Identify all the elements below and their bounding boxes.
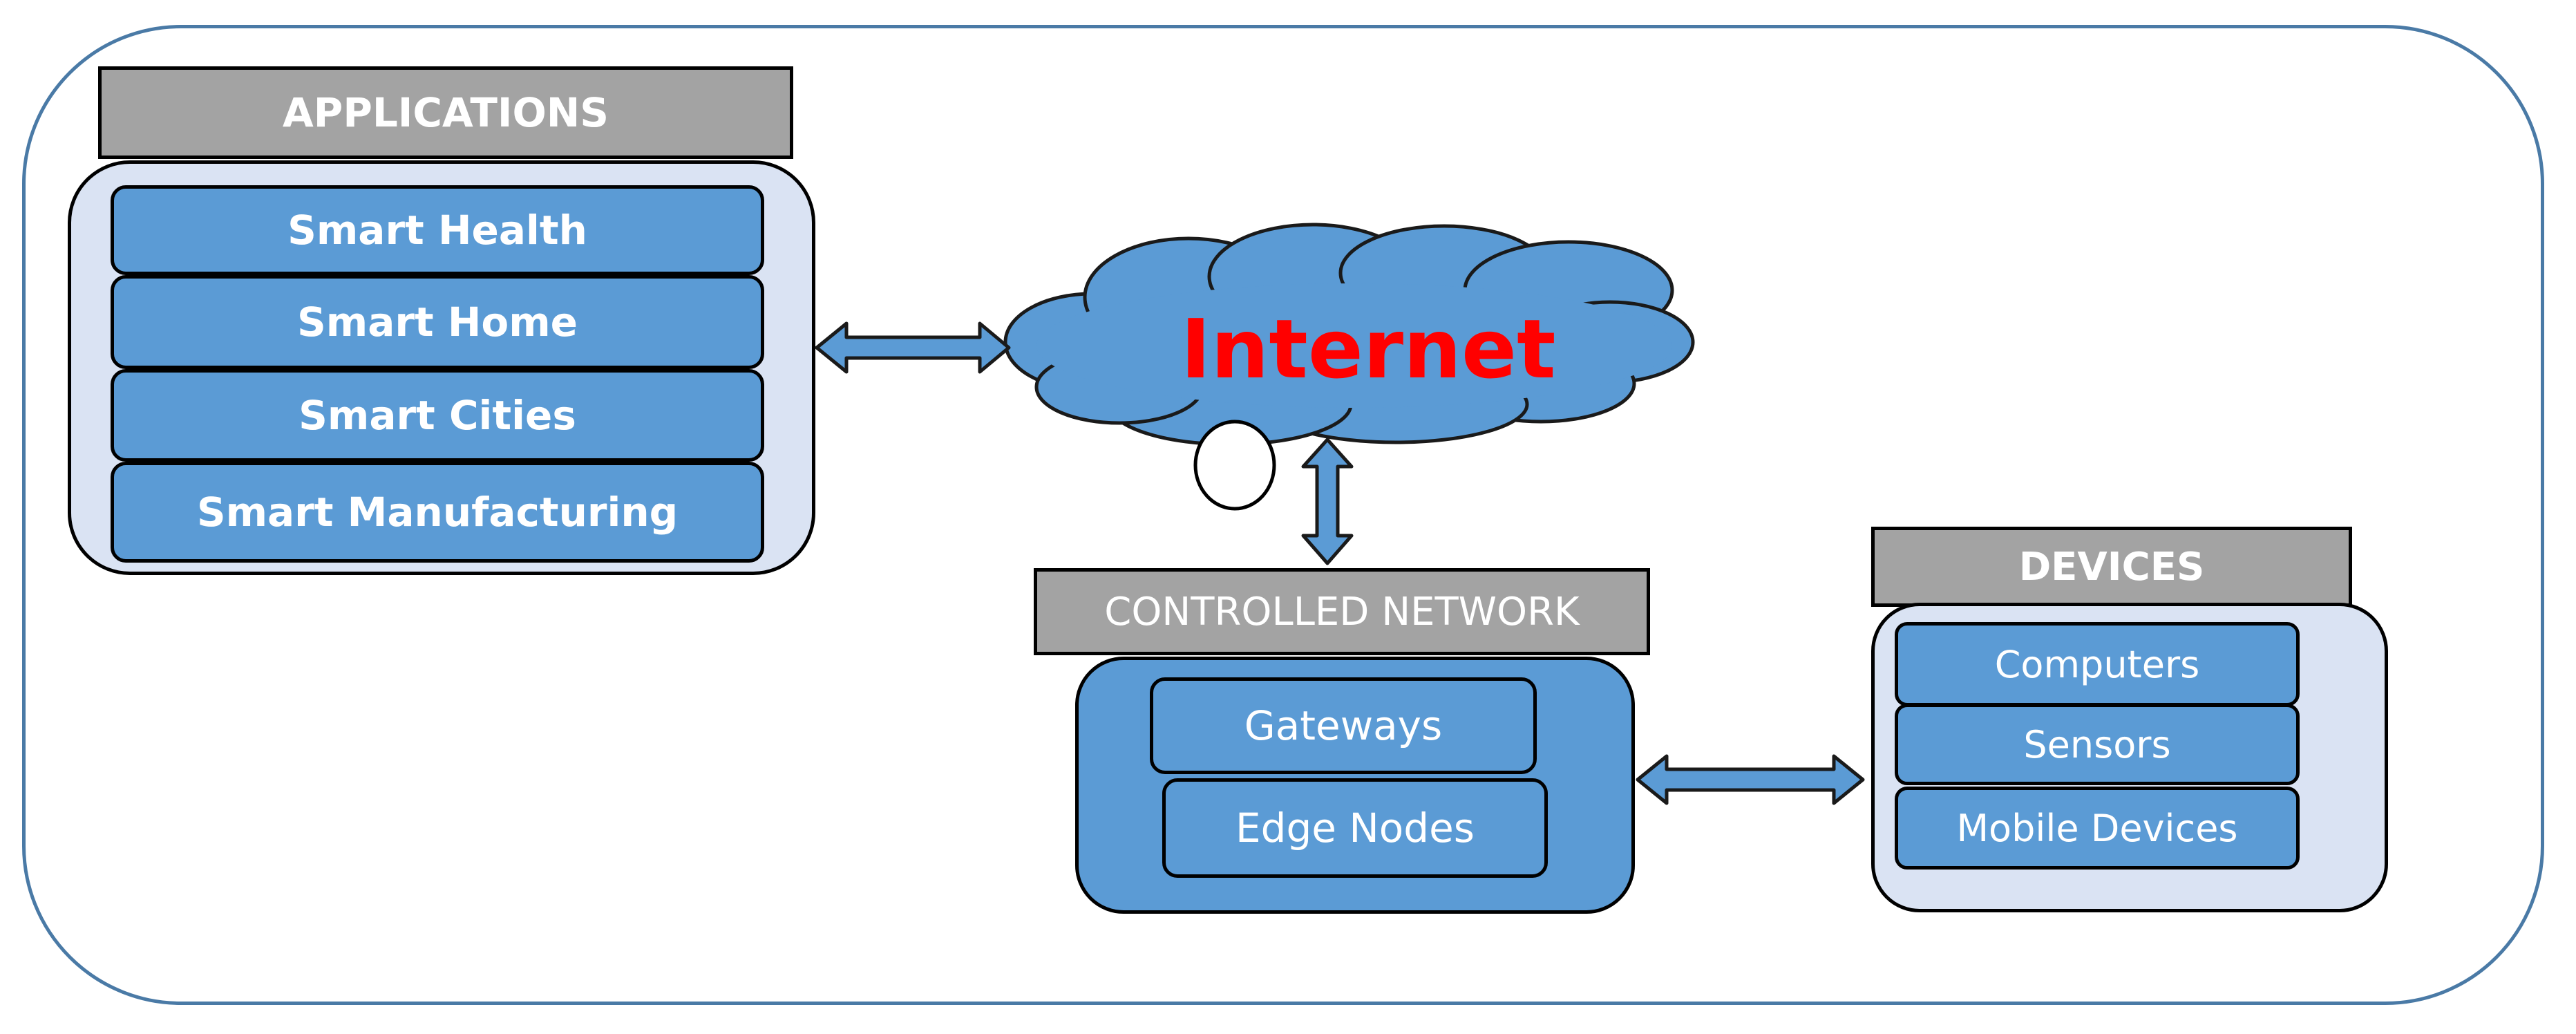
controlled-network-header: CONTROLLED NETWORK — [1034, 568, 1650, 655]
arrow-network-devices — [1636, 754, 1865, 805]
app-item-smart-home: Smart Home — [111, 275, 764, 369]
applications-header: APPLICATIONS — [98, 66, 793, 159]
device-item-mobile-devices: Mobile Devices — [1895, 787, 2300, 870]
cloud-fill — [1036, 283, 1672, 408]
cloud-thought-bubble — [1193, 420, 1276, 511]
arrow-applications-internet — [815, 321, 1011, 374]
network-item-edge-nodes: Edge Nodes — [1162, 778, 1548, 878]
app-item-smart-manufacturing: Smart Manufacturing — [111, 462, 764, 563]
network-item-gateways: Gateways — [1150, 677, 1537, 774]
app-item-smart-cities: Smart Cities — [111, 369, 764, 462]
devices-header: DEVICES — [1871, 527, 2352, 607]
device-item-sensors: Sensors — [1895, 704, 2300, 785]
app-item-smart-health: Smart Health — [111, 185, 764, 275]
device-item-computers: Computers — [1895, 622, 2300, 706]
internet-label: Internet — [1180, 301, 1556, 397]
arrow-internet-network — [1301, 438, 1354, 565]
